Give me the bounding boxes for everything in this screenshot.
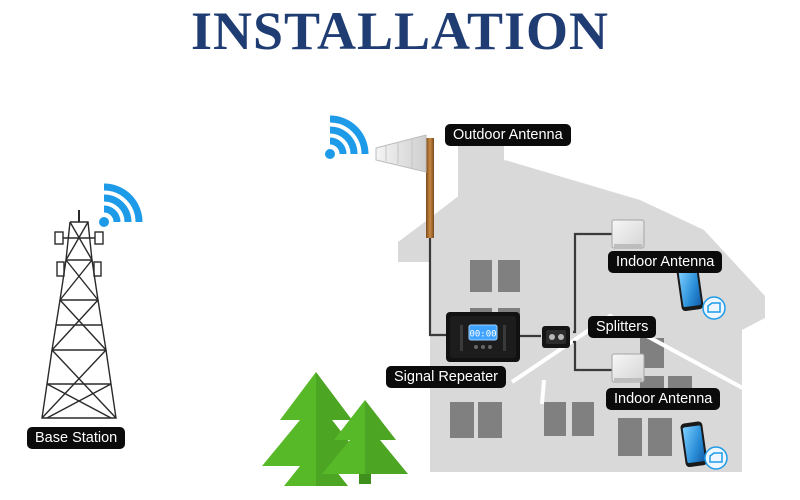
page-title: INSTALLATION [190,1,610,61]
indoor-antenna-panel-bottom [611,353,645,383]
sim-badge-icon [702,296,726,320]
cell-tower-icon [41,210,117,419]
indoor-antenna-panel-top [611,219,645,249]
tree-icon [322,400,408,484]
label-signal-repeater: Signal Repeater [386,366,506,388]
label-indoor-antenna-bottom: Indoor Antenna [606,388,721,410]
outdoor-antenna [375,134,434,238]
coax-cables [428,232,612,372]
repeater-display-text: 00:00 [469,330,496,340]
phone-icon [676,265,704,312]
wifi-signal-icon [325,115,369,159]
label-indoor-antenna-top: Indoor Antenna [608,251,723,273]
signal-repeater-device: 00:00 [446,312,520,362]
sim-badge-icon [704,446,728,470]
splitter-device [542,326,570,348]
label-base-station: Base Station [27,427,126,449]
label-outdoor-antenna: Outdoor Antenna [445,124,571,146]
wifi-signal-icon [99,183,143,227]
label-splitters: Splitters [588,316,657,338]
phone-icon [680,421,708,468]
